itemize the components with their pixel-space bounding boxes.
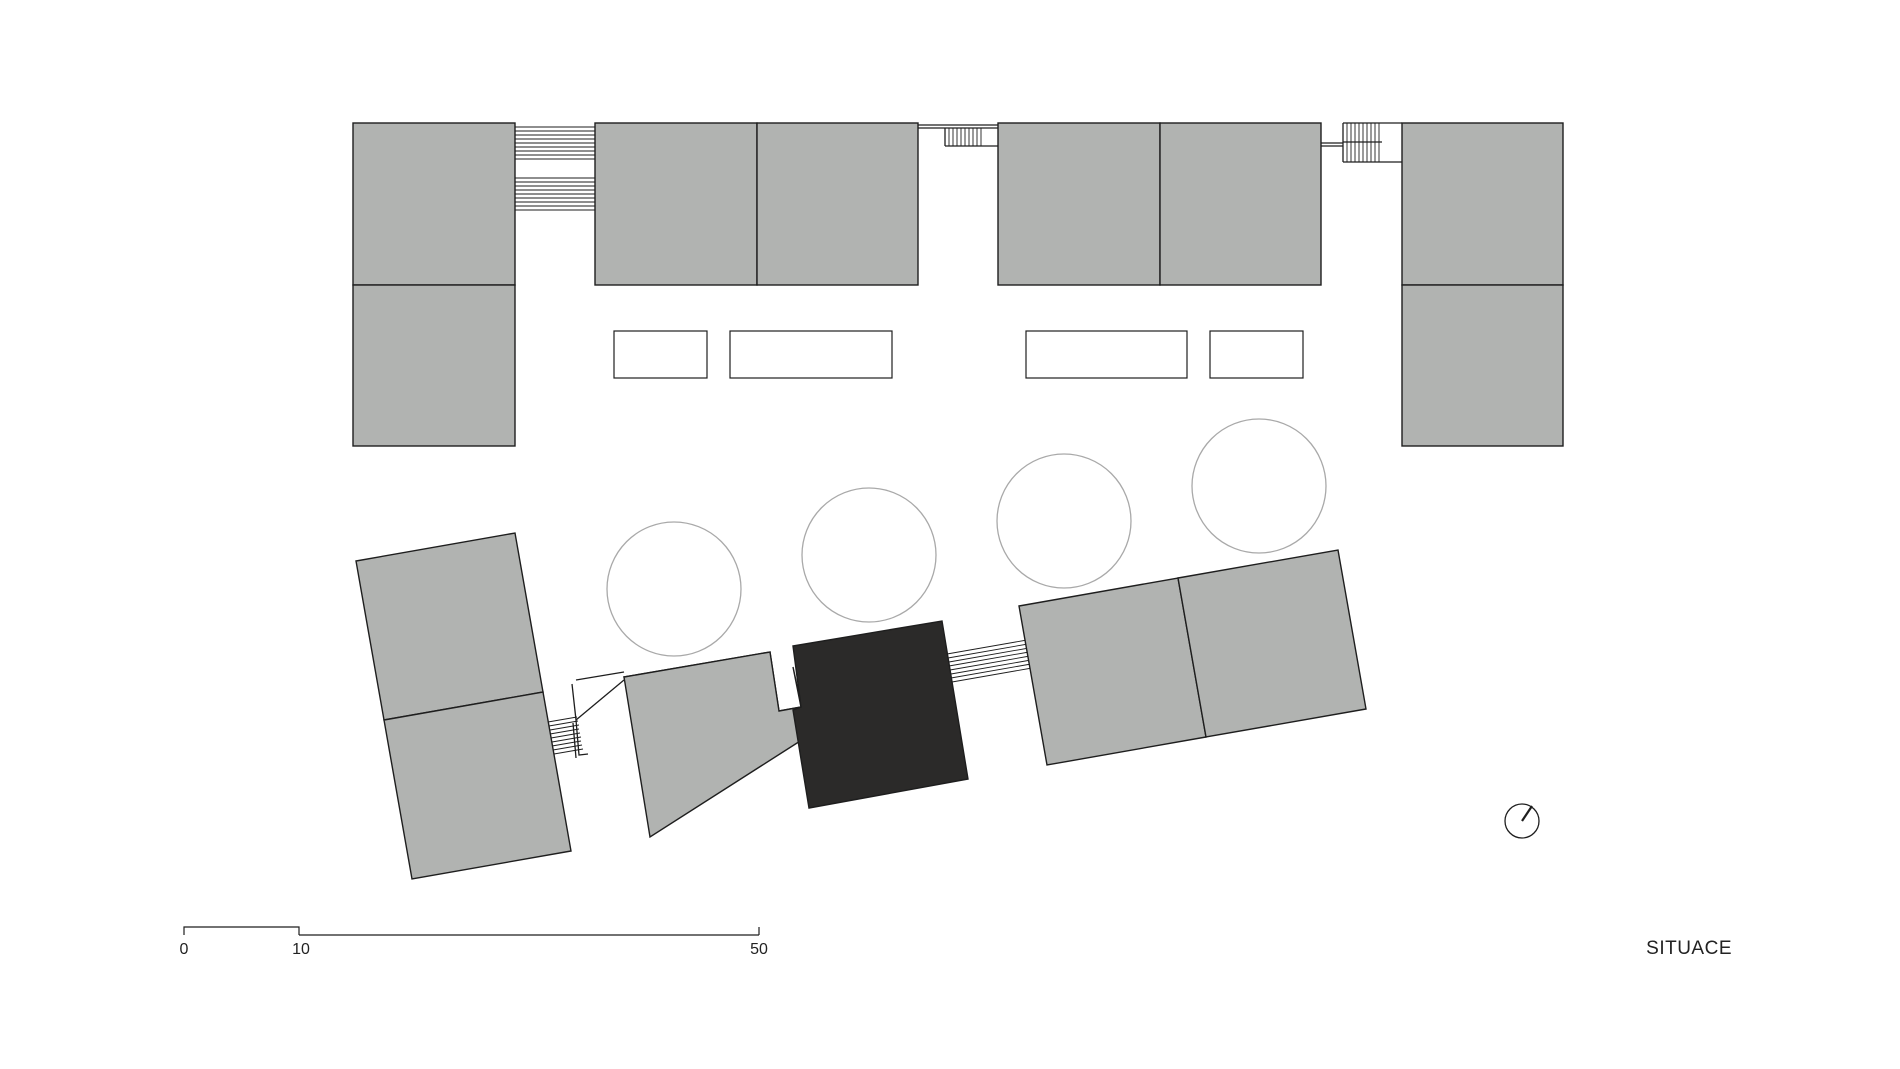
trees bbox=[606, 418, 1327, 657]
north-arrow-icon bbox=[1504, 803, 1540, 839]
building-upper-center-right-b bbox=[1159, 122, 1322, 286]
stair-upper-1 bbox=[515, 126, 595, 211]
tree-1 bbox=[606, 521, 742, 657]
courtyard-plots bbox=[613, 330, 1304, 379]
drawing-title: SITUACE bbox=[1646, 938, 1732, 959]
scale-tick-50: 50 bbox=[750, 941, 768, 958]
stair-upper-3 bbox=[1321, 122, 1402, 163]
stair-upper-2 bbox=[918, 124, 998, 147]
building-lower-left-bottom bbox=[383, 691, 572, 880]
stair-lower-1 bbox=[547, 671, 625, 759]
building-upper-right-top bbox=[1401, 122, 1564, 286]
upper-building-group bbox=[352, 122, 1564, 447]
building-lower-highlighted bbox=[792, 620, 969, 809]
building-upper-center-left-b bbox=[756, 122, 919, 286]
building-lower-right-b bbox=[1177, 549, 1367, 738]
scale-tick-0: 0 bbox=[180, 941, 189, 958]
building-upper-left-top bbox=[352, 122, 516, 286]
building-upper-right-bottom bbox=[1401, 284, 1564, 447]
plot-3 bbox=[1025, 330, 1188, 379]
tree-2 bbox=[801, 487, 937, 623]
building-upper-center-left-a bbox=[594, 122, 758, 286]
stair-lower-2 bbox=[946, 639, 1033, 683]
building-upper-left-bottom bbox=[352, 284, 516, 447]
building-lower-right-a bbox=[1018, 577, 1207, 766]
lower-building-group bbox=[355, 532, 1367, 880]
scale-bar: 0 10 50 bbox=[180, 926, 768, 958]
plot-4 bbox=[1209, 330, 1304, 379]
plot-1 bbox=[613, 330, 708, 379]
plot-2 bbox=[729, 330, 893, 379]
upper-walkways bbox=[515, 122, 1402, 211]
building-upper-center-right-a bbox=[997, 122, 1161, 286]
scale-tick-10: 10 bbox=[292, 941, 310, 958]
building-lower-left-top bbox=[355, 532, 544, 721]
tree-4 bbox=[1191, 418, 1327, 554]
tree-3 bbox=[996, 453, 1132, 589]
building-lower-center-light-main bbox=[623, 651, 809, 839]
